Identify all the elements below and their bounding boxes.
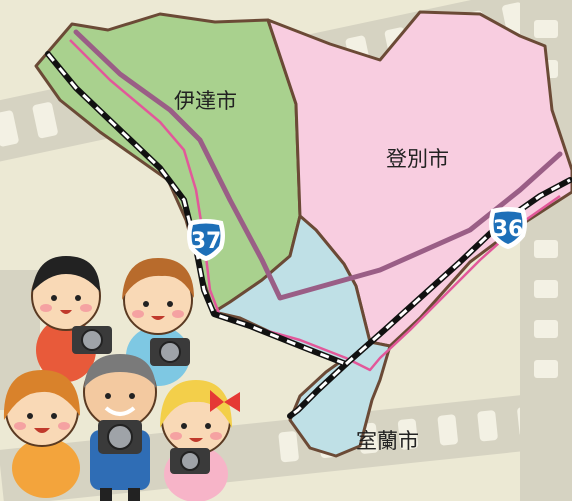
city-label-noboribetsu: 登別市 [386, 147, 449, 171]
route-37-number: 37 [191, 229, 222, 254]
purple-road [73, 29, 563, 301]
route-37-shield[interactable]: 37 [187, 219, 225, 262]
children-with-cameras-illustration [3, 256, 240, 501]
route-36-shield[interactable]: 36 [489, 207, 527, 250]
route-36-number: 36 [493, 217, 524, 242]
city-label-date: 伊達市 [174, 89, 237, 113]
railway-line [45, 51, 572, 419]
city-label-muroran: 室蘭市 [356, 429, 419, 453]
